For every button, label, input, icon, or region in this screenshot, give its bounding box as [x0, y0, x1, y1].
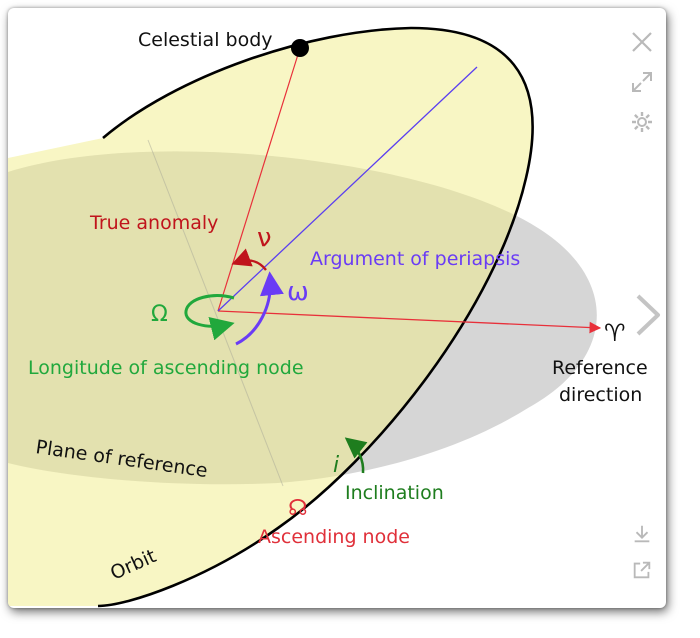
ascending-node-longitude-arc [184, 294, 235, 341]
orbit-plane [8, 28, 533, 606]
aries-symbol: ♈ [604, 319, 626, 347]
settings-button[interactable] [628, 108, 656, 136]
nu-symbol: ν [257, 223, 272, 253]
periapsis-line [217, 66, 478, 312]
share-icon [633, 561, 651, 579]
inclination-arc [344, 437, 368, 474]
share-button[interactable] [628, 556, 656, 584]
true-anomaly-line [217, 47, 301, 312]
celestial-body-label: Celestial body [138, 29, 273, 51]
inclination-symbol: i [333, 453, 339, 478]
gear-icon [632, 112, 652, 132]
true-anomaly-label: True anomaly [89, 212, 218, 234]
capital-omega-symbol: Ω [151, 302, 168, 327]
close-button[interactable] [628, 28, 656, 56]
celestial-body-marker [291, 39, 309, 57]
true-anomaly-arc [231, 248, 267, 271]
node-line [147, 139, 284, 487]
reference-direction-label-line2: direction [559, 384, 642, 406]
reference-direction-arrow [217, 310, 602, 334]
ascending-node-symbol: ☊ [288, 496, 308, 521]
download-button[interactable] [628, 520, 656, 548]
periapsis-arc [235, 271, 284, 346]
download-icon [634, 525, 650, 543]
expand-icon [632, 72, 652, 92]
next-image-button[interactable] [632, 293, 662, 337]
chevron-right-icon [636, 294, 660, 336]
viewer-frame: Celestial body True anomaly ν Argument o… [8, 8, 666, 608]
close-icon [632, 32, 652, 52]
reference-direction-label-line1: Reference [552, 357, 648, 379]
argument-of-periapsis-label: Argument of periapsis [310, 248, 520, 270]
orbital-elements-diagram: Celestial body True anomaly ν Argument o… [8, 26, 648, 608]
ascending-node-label: Ascending node [258, 526, 410, 548]
inclination-label: Inclination [345, 482, 444, 504]
longitude-of-ascending-node-label: Longitude of ascending node [28, 357, 304, 379]
expand-button[interactable] [628, 68, 656, 96]
omega-symbol: ω [287, 277, 309, 307]
